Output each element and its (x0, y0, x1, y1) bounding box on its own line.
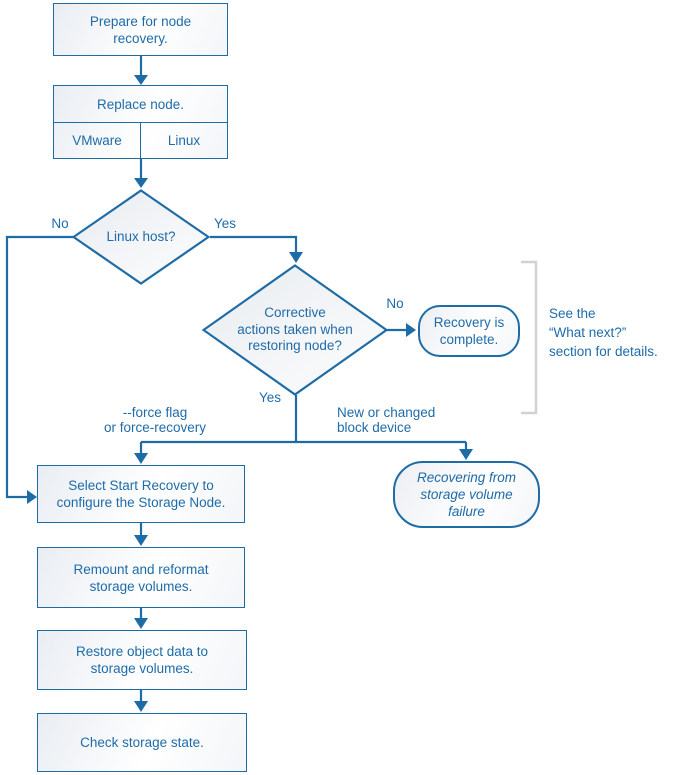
replace-option-linux: Linux (167, 133, 201, 148)
replace-option-vmware: VMware (54, 123, 141, 158)
stadium-recovering-volume-label: Recovering from storage volume failure (416, 470, 517, 519)
stadium-recovery-complete-label: Recovery is complete. (433, 315, 505, 347)
box-check-storage-state: Check storage state. (37, 713, 247, 772)
edge-label-yes-corrective: Yes (258, 390, 282, 405)
box-replace-label: Replace node. (54, 86, 227, 123)
connector-no-path (5, 235, 73, 499)
diamond-corrective-actions-label: Corrective actions taken when restoring … (237, 305, 353, 354)
diamond-corrective-actions-shape (202, 264, 388, 396)
box-remount-reformat-label: Remount and reformat storage volumes. (73, 561, 209, 594)
box-restore-object-data: Restore object data to storage volumes. (37, 630, 247, 690)
side-bracket (521, 260, 538, 415)
box-check-storage-state-label: Check storage state. (80, 735, 204, 750)
diamond-linux-host: Linux host? (72, 189, 210, 285)
box-prepare-node: Prepare for node recovery. (53, 3, 228, 56)
box-replace-node: Replace node. VMware Linux (53, 85, 228, 159)
edge-label-no-linux-host: No (51, 216, 69, 231)
box-remount-reformat: Remount and reformat storage volumes. (37, 547, 245, 608)
box-restore-object-data-label: Restore object data to storage volumes. (75, 644, 209, 676)
stadium-recovery-complete: Recovery is complete. (418, 305, 520, 357)
box-select-start-recovery: Select Start Recovery to configure the S… (37, 465, 245, 523)
diamond-linux-host-label: Linux host? (106, 228, 176, 244)
edge-label-yes-linux-host: Yes (213, 216, 237, 231)
box-prepare-label: Prepare for node recovery. (89, 13, 192, 46)
box-select-start-recovery-label: Select Start Recovery to configure the S… (56, 478, 226, 510)
replace-options-row: VMware Linux (54, 123, 227, 158)
connector-yes-to-corrective (210, 235, 298, 253)
diamond-linux-host-shape (72, 189, 210, 285)
see-what-next-note: See the “What next?” section for details… (549, 306, 658, 359)
edge-label-new-block-device: New or changed block device (337, 405, 436, 435)
edge-label-force-flag: --force flag or force-recovery (103, 405, 207, 435)
stadium-recovering-volume: Recovering from storage volume failure (393, 461, 540, 528)
edge-label-no-corrective: No (386, 296, 404, 311)
diamond-corrective-actions: Corrective actions taken when restoring … (202, 264, 388, 396)
